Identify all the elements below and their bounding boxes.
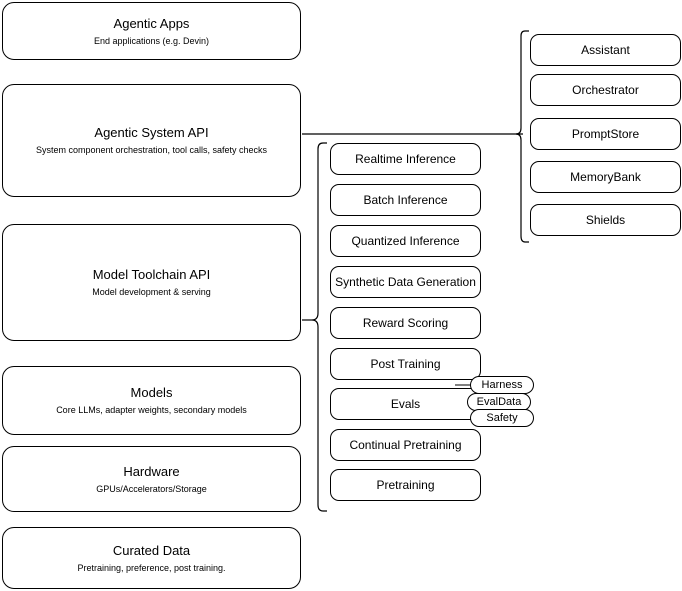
layer-model-toolchain-api[interactable]: Model Toolchain API Model development & … — [2, 224, 301, 341]
agentic-item-memorybank[interactable]: MemoryBank — [530, 161, 681, 193]
layer-title: Curated Data — [112, 542, 191, 558]
badge-label: Safety — [486, 412, 518, 424]
layer-agentic-apps[interactable]: Agentic Apps End applications (e.g. Devi… — [2, 2, 301, 60]
toolchain-item-evals[interactable]: Evals — [330, 388, 481, 420]
middle-brace — [311, 142, 327, 512]
layer-title: Agentic System API — [94, 125, 209, 140]
layer-subtitle: End applications (e.g. Devin) — [93, 35, 210, 46]
toolchain-item-realtime-inference[interactable]: Realtime Inference — [330, 143, 481, 175]
toolchain-item-pretraining[interactable]: Pretraining — [330, 469, 481, 501]
layer-curated-data[interactable]: Curated Data Pretraining, preference, po… — [2, 527, 301, 589]
toolchain-item-synthetic-data-generation[interactable]: Synthetic Data Generation — [330, 266, 481, 298]
capsule-label: Quantized Inference — [351, 234, 460, 248]
toolchain-item-continual-pretraining[interactable]: Continual Pretraining — [330, 429, 481, 461]
layer-agentic-system-api[interactable]: Agentic System API System component orch… — [2, 84, 301, 197]
toolchain-item-batch-inference[interactable]: Batch Inference — [330, 184, 481, 216]
agentic-item-orchestrator[interactable]: Orchestrator — [530, 74, 681, 106]
layer-subtitle: Model development & serving — [92, 287, 211, 297]
evals-badge-harness[interactable]: Harness — [470, 376, 534, 394]
agentic-item-shields[interactable]: Shields — [530, 204, 681, 236]
capsule-label: Realtime Inference — [355, 152, 456, 166]
capsule-label: MemoryBank — [570, 170, 641, 184]
agentic-item-promptstore[interactable]: PromptStore — [530, 118, 681, 150]
capsule-label: Continual Pretraining — [349, 438, 462, 452]
toolchain-item-reward-scoring[interactable]: Reward Scoring — [330, 307, 481, 339]
layer-subtitle: GPUs/Accelerators/Storage — [96, 483, 207, 494]
badge-label: Harness — [481, 379, 523, 391]
layer-subtitle: System component orchestration, tool cal… — [35, 145, 268, 155]
capsule-label: Pretraining — [376, 478, 435, 492]
capsule-label: Shields — [585, 213, 626, 227]
capsule-label: Assistant — [581, 43, 630, 57]
layer-hardware[interactable]: Hardware GPUs/Accelerators/Storage — [2, 446, 301, 512]
layer-subtitle: Pretraining, preference, post training. — [77, 562, 226, 573]
toolchain-item-quantized-inference[interactable]: Quantized Inference — [330, 225, 481, 257]
layer-title: Models — [130, 385, 173, 400]
agentic-item-assistant[interactable]: Assistant — [530, 34, 681, 66]
layer-title: Agentic Apps — [113, 15, 190, 31]
layer-title: Model Toolchain API — [92, 267, 211, 282]
capsule-label: PromptStore — [571, 127, 640, 141]
evals-badge-safety[interactable]: Safety — [470, 409, 534, 427]
right-brace — [515, 30, 529, 243]
capsule-label: Evals — [390, 397, 421, 411]
toolchain-item-post-training[interactable]: Post Training — [330, 348, 481, 380]
evals-badge-evaldata[interactable]: EvalData — [467, 393, 531, 411]
capsule-label: Batch Inference — [363, 193, 448, 207]
layer-title: Hardware — [123, 463, 180, 479]
layer-models[interactable]: Models Core LLMs, adapter weights, secon… — [2, 366, 301, 435]
capsule-label: Orchestrator — [572, 83, 639, 97]
capsule-label: Synthetic Data Generation — [335, 275, 476, 289]
layer-subtitle: Core LLMs, adapter weights, secondary mo… — [56, 405, 247, 415]
capsule-label: Reward Scoring — [362, 316, 449, 330]
capsule-label: Post Training — [370, 357, 441, 371]
badge-label: EvalData — [476, 396, 522, 408]
